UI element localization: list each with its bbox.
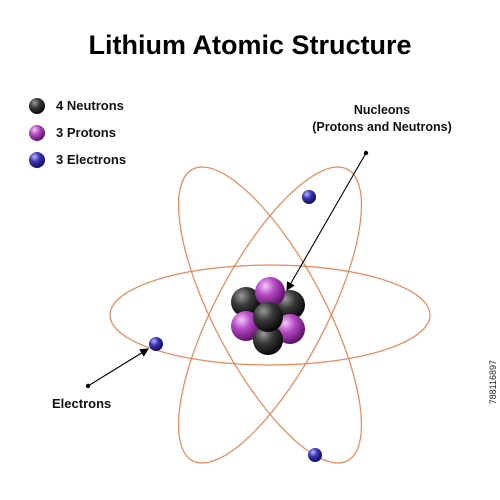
orbit-tilted-right <box>177 166 363 464</box>
nucleus <box>231 277 305 355</box>
neutron-particle <box>253 325 283 355</box>
nucleons-label-line1: Nucleons <box>353 103 411 117</box>
electron-icon <box>29 151 45 168</box>
electron-particle <box>302 190 316 204</box>
neutron-particle <box>253 302 283 332</box>
electron-particle <box>308 448 322 462</box>
legend-label: 3 Electrons <box>56 152 127 167</box>
legend-label: 4 Neutrons <box>56 98 124 113</box>
proton-icon <box>29 124 45 141</box>
orbit-horizontal <box>109 264 431 366</box>
legend: 4 Neutrons 3 Protons 3 Electrons <box>28 92 126 173</box>
nucleons-arrow <box>286 152 367 291</box>
nucleons-label: Nucleons (Protons and Neutrons) <box>282 102 482 136</box>
orbit-tilted-left <box>177 166 363 464</box>
diagram-title: Lithium Atomic Structure <box>88 30 412 60</box>
electrons-label: Electrons <box>52 396 112 411</box>
electrons-arrow <box>87 348 149 387</box>
proton-particle <box>255 277 285 307</box>
legend-label: 3 Protons <box>56 125 116 140</box>
legend-item-neutrons: 4 Neutrons <box>28 92 126 119</box>
electron-particle <box>149 337 163 351</box>
legend-item-electrons: 3 Electrons <box>28 146 126 173</box>
neutron-particle <box>231 287 261 317</box>
nucleons-label-line2: (Protons and Neutrons) <box>312 120 452 134</box>
watermark-id: 788116897 <box>488 360 498 405</box>
neutron-icon <box>29 97 45 114</box>
legend-item-protons: 3 Protons <box>28 119 126 146</box>
